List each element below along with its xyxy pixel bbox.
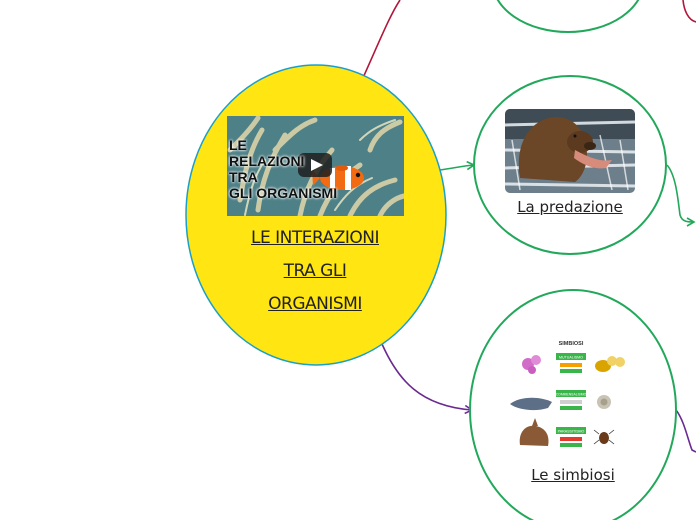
branch-to-top-node	[362, 0, 400, 80]
infographic-type-2: PARASSITISMO	[558, 430, 585, 434]
video-title-line-2: RELAZIONI	[229, 153, 337, 169]
node-top-partial[interactable]	[492, 0, 644, 32]
infographic-title: SIMBIOSI	[559, 341, 584, 347]
bear-image	[505, 109, 635, 193]
branch-to-predazione	[440, 165, 474, 170]
video-title-line-1: LE	[229, 137, 337, 153]
simbiosi-label[interactable]: Le simbiosi	[505, 466, 641, 484]
branch-top-right-offscreen	[683, 0, 696, 22]
central-label-line-1: LE INTERAZIONI	[232, 222, 398, 255]
branch-to-simbiosi	[382, 344, 472, 410]
video-title-line-4: GLI ORGANISMI	[229, 185, 337, 201]
central-label-line-3: ORGANISMI	[232, 288, 398, 321]
infographic-type-1: COMMENSALISMO	[556, 393, 587, 397]
central-label-line-2: TRA GLI	[232, 255, 398, 288]
branch-simbiosi-right	[676, 410, 696, 452]
video-title-line-3: TRA	[229, 169, 337, 185]
central-node-label[interactable]: LE INTERAZIONI TRA GLI ORGANISMI	[232, 222, 398, 321]
branch-predazione-right	[667, 165, 694, 222]
symbiosis-infographic: SIMBIOSI MUTUALISMO COMMENSALISMO	[508, 334, 640, 458]
predazione-label[interactable]: La predazione	[500, 198, 640, 216]
video-title: LE RELAZIONI TRA GLI ORGANISMI	[229, 137, 337, 201]
infographic-type-0: MUTUALISMO	[559, 356, 583, 360]
